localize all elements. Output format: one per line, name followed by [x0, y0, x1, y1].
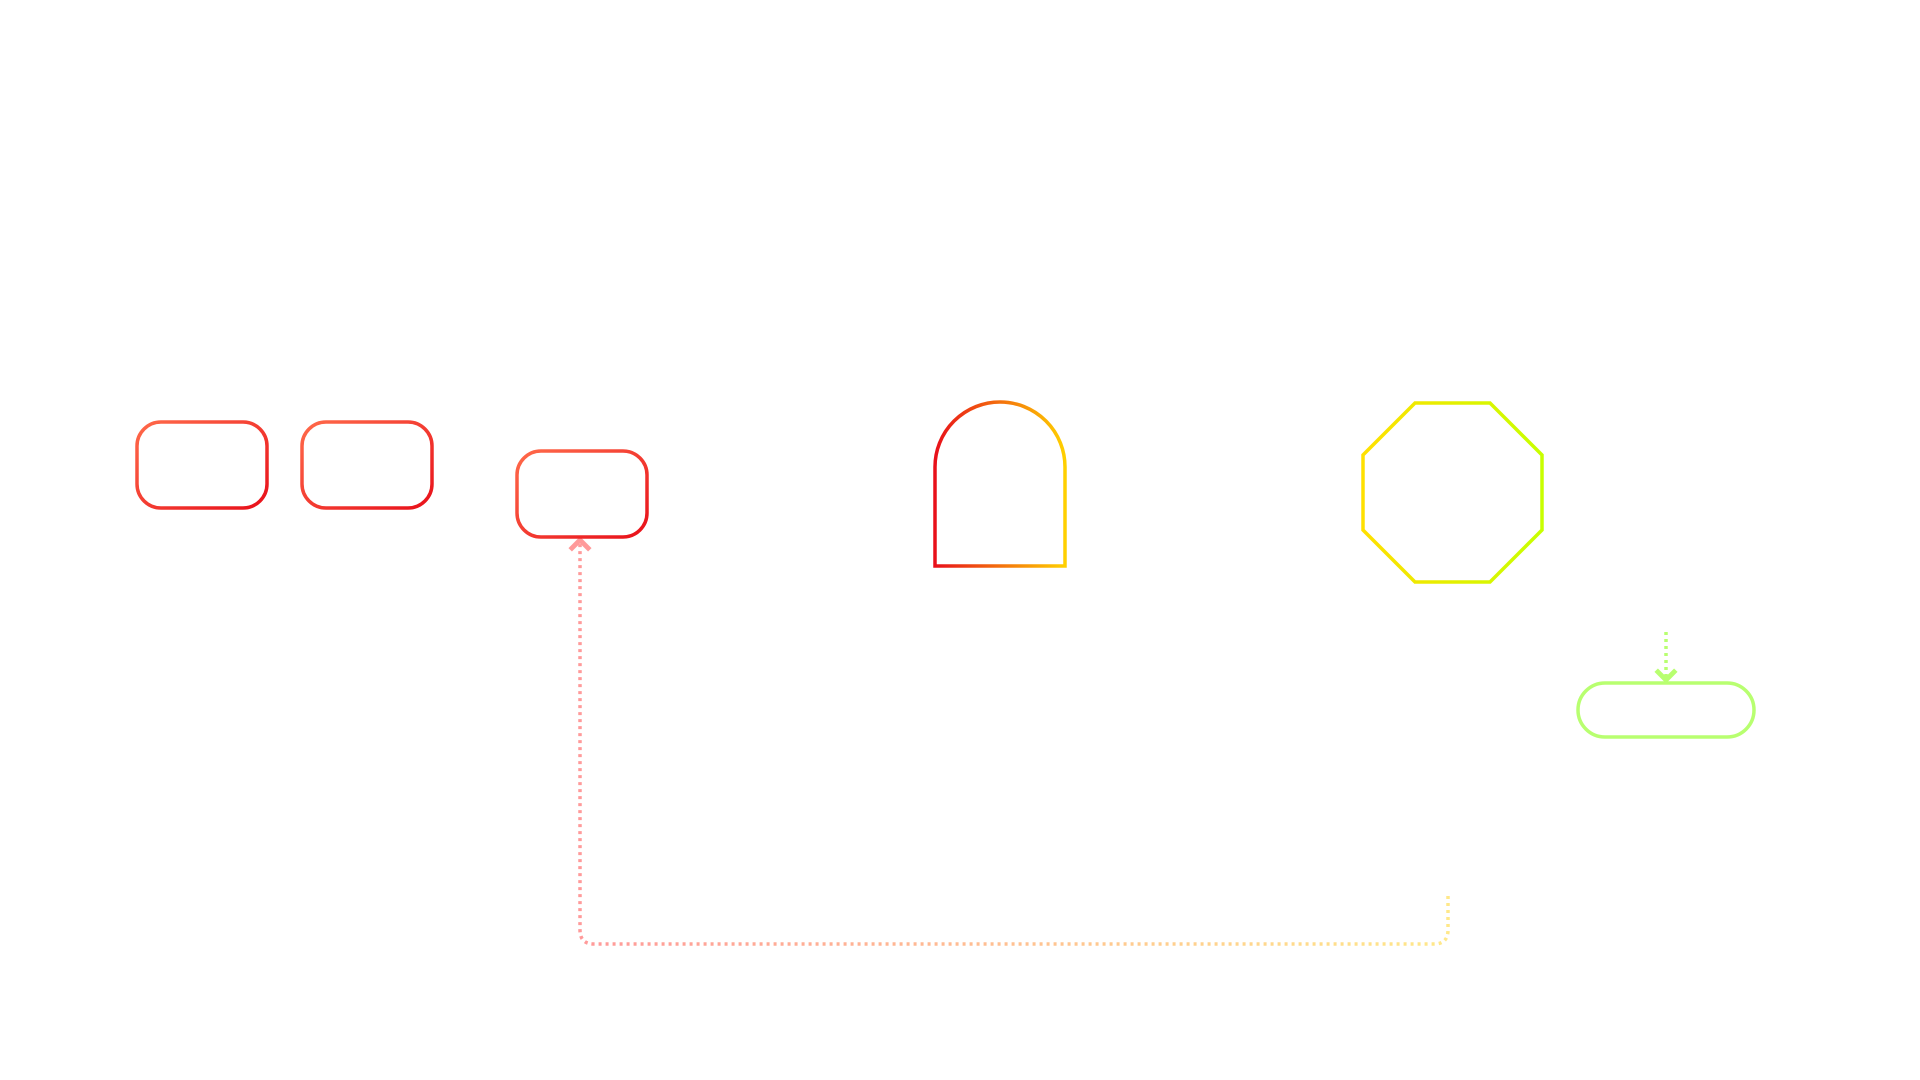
- node-pill[interactable]: [1576, 681, 1756, 739]
- node-rounded-rect-2[interactable]: [300, 420, 434, 510]
- node-rounded-rect-3[interactable]: [515, 449, 649, 539]
- edge-octagon-to-rect3: [568, 536, 1450, 946]
- node-arch-shape[interactable]: [933, 400, 1067, 568]
- node-rounded-rect-1[interactable]: [135, 420, 269, 510]
- node-octagon[interactable]: [1361, 401, 1544, 584]
